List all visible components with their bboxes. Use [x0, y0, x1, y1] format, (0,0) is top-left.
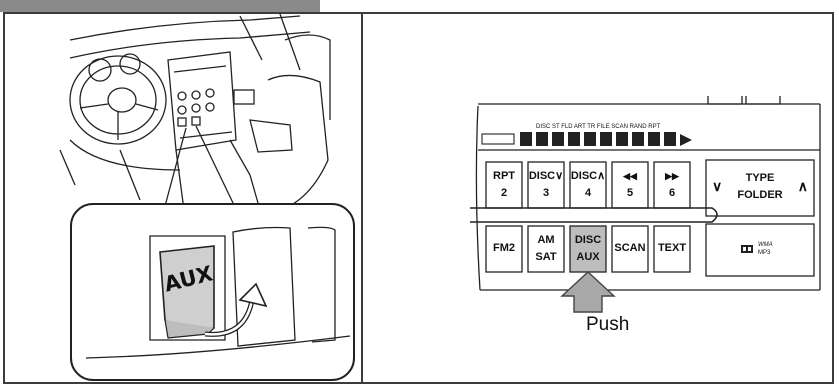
type-folder-down-arrow: ∨ — [712, 180, 722, 193]
button-disc-down-3-top: DISC∨ — [528, 170, 564, 183]
type-folder-button[interactable]: ∨ TYPE FOLDER ∧ — [706, 172, 814, 202]
button-forward-6[interactable]: ▶▶ 6 — [654, 170, 690, 200]
button-disc-up-4-top: DISC∧ — [570, 170, 606, 183]
wma-label: WMA — [758, 242, 773, 248]
lcd-indicators: DISC ST FLD ART TR FILE SCAN RAND RPT — [536, 124, 660, 130]
button-rewind-5[interactable]: ◀◀ 5 — [612, 170, 648, 200]
button-rpt-2[interactable]: RPT 2 — [486, 170, 522, 200]
button-disc-up-4[interactable]: DISC∧ 4 — [570, 170, 606, 200]
push-instruction: Push — [586, 314, 629, 336]
button-am-label: AM — [528, 234, 564, 247]
button-scan[interactable]: SCAN — [612, 242, 648, 255]
button-disc-down-3-bottom: 3 — [528, 187, 564, 200]
button-rewind-5-top: ◀◀ — [612, 170, 648, 183]
button-rpt-2-top: RPT — [486, 170, 522, 183]
button-fm2[interactable]: FM2 — [486, 242, 522, 255]
button-disc-label: DISC — [570, 234, 606, 247]
button-text-label: TEXT — [654, 242, 690, 255]
button-rpt-2-bottom: 2 — [486, 187, 522, 200]
button-sat-label: SAT — [528, 251, 564, 264]
button-fm2-label: FM2 — [486, 242, 522, 255]
mp3-label: MP3 — [758, 250, 770, 256]
button-scan-label: SCAN — [612, 242, 648, 255]
wma-mp3-indicator: WMA MP3 — [740, 240, 800, 260]
media-icon — [740, 243, 754, 255]
button-am-sat[interactable]: AM SAT — [528, 234, 564, 264]
button-disc-aux[interactable]: DISC AUX — [570, 234, 606, 264]
type-folder-up-arrow: ∧ — [798, 180, 808, 193]
button-rewind-5-bottom: 5 — [612, 187, 648, 200]
button-aux-label: AUX — [570, 251, 606, 264]
button-text[interactable]: TEXT — [654, 242, 690, 255]
button-disc-up-4-bottom: 4 — [570, 187, 606, 200]
button-disc-down-3[interactable]: DISC∨ 3 — [528, 170, 564, 200]
button-forward-6-top: ▶▶ — [654, 170, 690, 183]
button-forward-6-bottom: 6 — [654, 187, 690, 200]
